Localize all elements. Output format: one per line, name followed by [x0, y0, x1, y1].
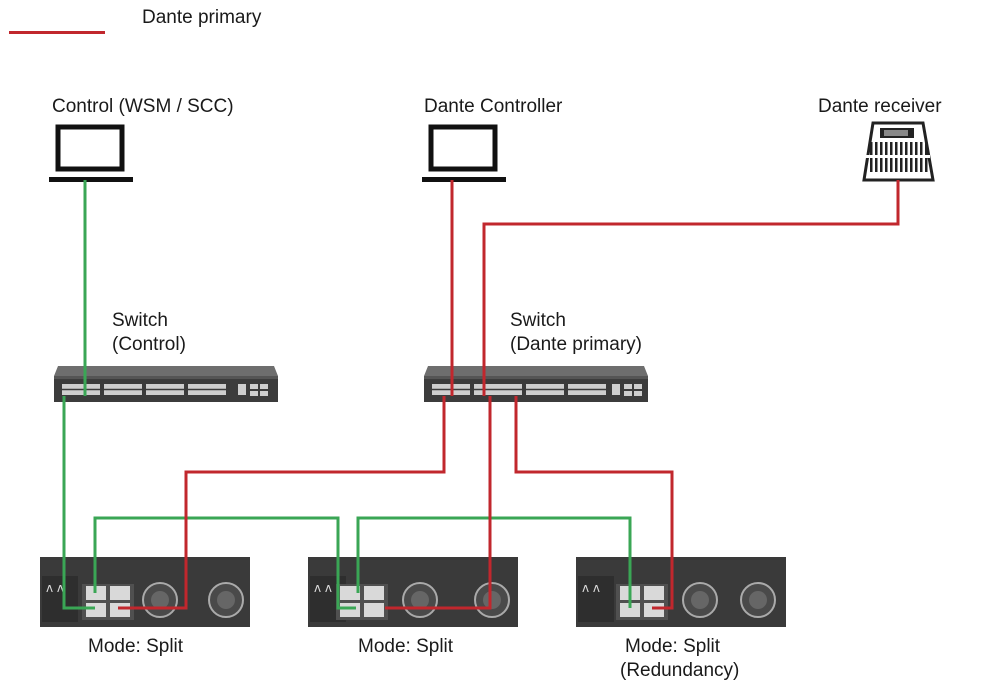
label-dante-controller: Dante Controller	[424, 96, 563, 117]
cable-switch-to-device1	[118, 396, 446, 610]
svg-text:ʌ ʌ: ʌ ʌ	[314, 581, 332, 595]
label-switch-dante-line2: (Dante primary)	[510, 334, 642, 355]
cable-device1-to-device2	[93, 516, 356, 610]
network-switch-icon-dante	[424, 366, 648, 402]
cable-switch-to-device2	[385, 396, 492, 610]
svg-text:ʌ ʌ: ʌ ʌ	[582, 581, 600, 595]
svg-text:ʌ ʌ: ʌ ʌ	[46, 581, 64, 595]
label-device-3-line2: (Redundancy)	[620, 660, 740, 681]
network-switch-icon-control	[54, 366, 278, 402]
label-device-1: Mode: Split	[88, 636, 184, 657]
cable-switch-to-device3	[514, 396, 674, 610]
cable-device2-to-device3	[356, 516, 632, 608]
control-cables	[62, 180, 632, 610]
laptop-icon-dante-controller	[422, 124, 506, 182]
label-switch-dante-line1: Switch	[510, 310, 566, 331]
label-switch-control-line2: (Control)	[112, 334, 186, 355]
legend-label-dante-primary: Dante primary	[142, 7, 262, 28]
cable-switch-to-device1	[62, 396, 95, 610]
rack-device-icon-3: ʌ ʌ	[576, 557, 786, 627]
dante-cables	[118, 180, 900, 610]
rack-device-icon-1: ʌ ʌ	[40, 557, 250, 627]
label-switch-control-line1: Switch	[112, 310, 168, 331]
laptop-icon-control	[49, 124, 133, 182]
label-device-2: Mode: Split	[358, 636, 454, 657]
cable-receiver-to-switch	[482, 180, 900, 396]
mixing-console-icon	[862, 121, 935, 182]
label-dante-receiver: Dante receiver	[818, 96, 942, 117]
label-control-pc: Control (WSM / SCC)	[52, 96, 234, 117]
label-device-3-line1: Mode: Split	[625, 636, 721, 657]
legend-line-dante-primary	[9, 31, 105, 34]
